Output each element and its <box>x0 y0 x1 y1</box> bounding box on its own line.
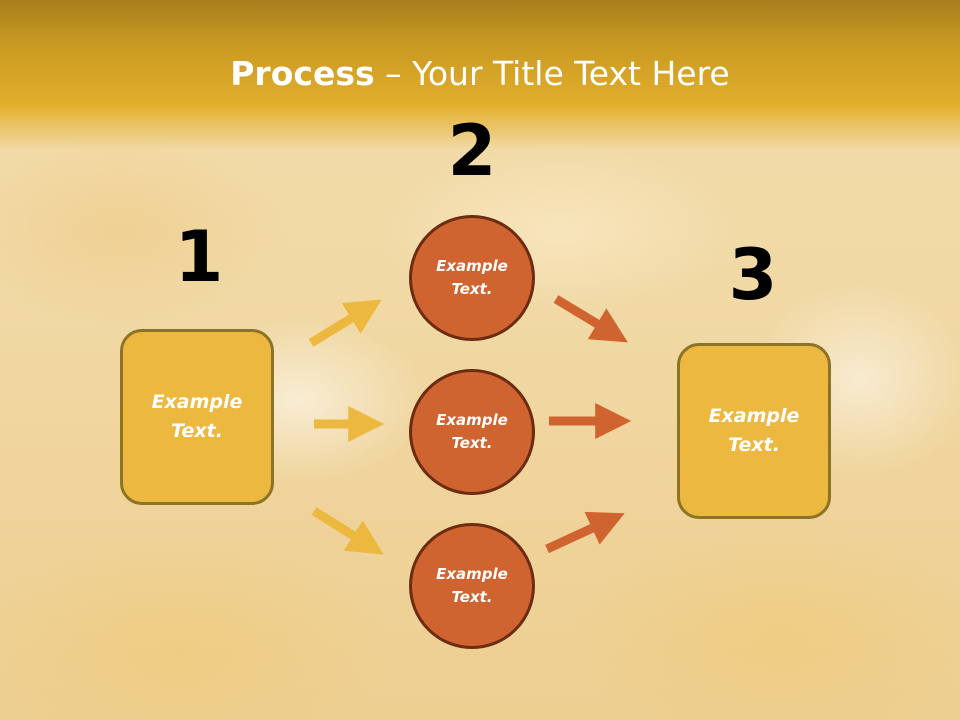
circle-top[interactable]: Example Text. <box>409 215 535 341</box>
arrow-top-to-right <box>553 295 628 343</box>
arrow-left-to-top <box>308 299 382 347</box>
circle-top-label: Example Text. <box>436 257 508 298</box>
circle-middle-label: Example Text. <box>436 411 508 452</box>
circle-bottom-label: Example Text. <box>436 565 508 606</box>
arrow-left-to-bottom <box>311 507 384 555</box>
circle-middle[interactable]: Example Text. <box>409 369 535 495</box>
header-band <box>0 0 960 150</box>
step-number-3: 3 <box>728 234 778 316</box>
left-box[interactable]: Example Text. <box>120 329 274 505</box>
circle-bottom[interactable]: Example Text. <box>409 523 535 649</box>
right-box[interactable]: Example Text. <box>677 343 831 519</box>
slide-title: Process – Your Title Text Here <box>0 52 960 96</box>
title-rest: – Your Title Text Here <box>374 54 730 93</box>
step-number-1: 1 <box>174 216 224 298</box>
arrow-bottom-to-right <box>545 511 625 554</box>
left-box-label: Example Text. <box>151 391 243 442</box>
step-number-2: 2 <box>447 110 497 192</box>
right-box-label: Example Text. <box>708 405 800 456</box>
title-bold: Process <box>230 54 375 93</box>
